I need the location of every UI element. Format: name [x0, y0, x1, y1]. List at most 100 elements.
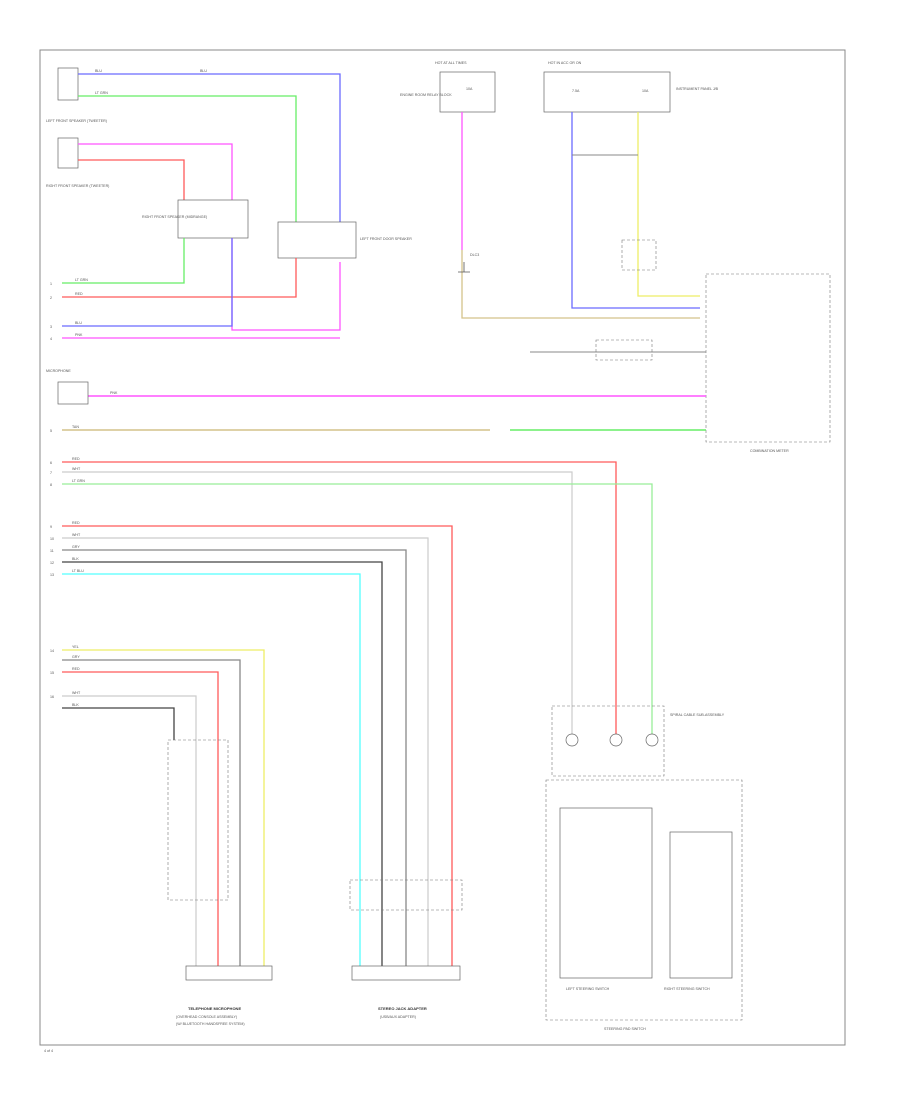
wire-label-red-3: RED [72, 521, 80, 525]
wire-black-mic [62, 707, 175, 740]
pin-1: 1 [50, 282, 52, 286]
right-front-door-speaker [177, 199, 249, 239]
pin-4: 4 [50, 337, 52, 341]
wire-label-yel-1: YEL [72, 645, 79, 649]
wire-gray-jack [62, 549, 407, 966]
wire-label-blk-1: BLK [72, 557, 79, 561]
hot-at-all-times-label: HOT AT ALL TIMES [435, 61, 467, 65]
pin-11: 11 [50, 549, 54, 553]
wire-label-grn-1: LT GRN [95, 91, 108, 95]
combination-meter-label: COMBINATION METER [750, 449, 789, 453]
wire-label-gry-2: GRY [72, 655, 80, 659]
fuse-box-left [439, 71, 496, 113]
right-front-speaker-connector [57, 137, 79, 169]
wire-label-red-2: RED [72, 457, 80, 461]
junction-block [621, 239, 657, 271]
combination-meter-box [705, 273, 831, 443]
pin-7: 7 [50, 471, 52, 475]
steering-pad-box [545, 779, 743, 1021]
wire-label-wht-2: WHT [72, 533, 81, 537]
wire-red-jack [62, 525, 453, 966]
microphone-sub: (OVERHEAD CONSOLE ASSEMBLY) [176, 1015, 237, 1019]
diagram-frame [39, 49, 846, 1046]
right-steering-switch-label: RIGHT STEERING SWITCH [664, 987, 710, 991]
stereo-jack-sub: (USB/AUX ADAPTER) [380, 1015, 416, 1019]
wire-label-wht-1: WHT [72, 467, 81, 471]
spiral-cable-label: SPIRAL CABLE SUB-ASSEMBLY [670, 713, 725, 717]
pin-16: 16 [50, 695, 54, 699]
pin-13: 13 [50, 573, 54, 577]
wire-yellow-mic [62, 649, 265, 966]
wire-label-gry-1: GRY [72, 545, 80, 549]
wire-tan-fuse [461, 250, 700, 319]
spiral-contact-2 [609, 733, 623, 747]
right-front-door-speaker-label: RIGHT FRONT SPEAKER (MIDRANGE) [142, 215, 207, 219]
pin-14: 14 [50, 649, 54, 653]
wire-blue-top [78, 73, 341, 228]
wire-gray-mic [62, 659, 241, 966]
spiral-contact-1 [565, 733, 579, 747]
wire-lgray-mic [62, 695, 197, 966]
page-number: 4 of 4 [44, 1049, 53, 1053]
wire-red-steer [62, 461, 617, 740]
wire-cyan-jack [62, 573, 361, 966]
mute-switch-connector [57, 381, 89, 405]
stereo-jack-connector [351, 965, 461, 981]
dlc-label: DLC3 [470, 253, 479, 257]
pin-9: 9 [50, 525, 52, 529]
wire-green-2 [62, 238, 185, 284]
steering-pad-switch-label: STEERING PAD SWITCH [604, 1027, 646, 1031]
hot-in-acc-label: HOT IN ACC OR ON [548, 61, 582, 65]
ground-symbol [458, 262, 470, 273]
microphone-sub2: (W/ BLUETOOTH HANDSFREE SYSTEM) [176, 1022, 245, 1026]
microphone-shield [167, 739, 229, 901]
left-front-door-speaker [277, 221, 357, 259]
wire-green-steer [62, 483, 653, 740]
pin-12: 12 [50, 561, 54, 565]
wire-red-mic [62, 671, 219, 966]
wire-label-ltblu-1: LT BLU [72, 569, 84, 573]
wire-label-grn-3: LT GRN [72, 479, 85, 483]
wire-lgray-jack [62, 537, 429, 966]
wire-black-jack [62, 561, 383, 966]
pin-10: 10 [50, 537, 54, 541]
fuse-box-left-label: ENGINE ROOM RELAY BLOCK [400, 93, 452, 97]
fuse-box-right-label: INSTRUMENT PANEL J/B [676, 87, 719, 91]
left-front-speaker-label: LEFT FRONT SPEAKER (TWEETER) [46, 119, 107, 123]
wire-label-tan-1: TAN [72, 425, 79, 429]
wire-label-red-1: RED [75, 292, 83, 296]
spiral-cable-box [551, 705, 665, 777]
pin-15: 15 [50, 671, 54, 675]
wire-label-grn-2: LT GRN [75, 278, 88, 282]
wire-blue-fuse [571, 112, 700, 309]
relay-box [595, 339, 653, 361]
microphone-connector [185, 965, 273, 981]
pin-5: 5 [50, 429, 52, 433]
wire-label-wht-3: WHT [72, 691, 81, 695]
stereo-jack-box [349, 879, 463, 911]
wire-label-red-4: RED [72, 667, 80, 671]
wire-label-blu-1: BLU [95, 69, 102, 73]
spiral-contact-3 [645, 733, 659, 747]
wire-red-2 [62, 258, 297, 298]
left-front-door-speaker-label: LEFT FRONT DOOR SPEAKER [360, 237, 412, 241]
fuse-box-right [543, 71, 671, 113]
wire-blue-2 [62, 238, 233, 327]
fuse-f1: 10A [466, 87, 473, 91]
wire-green-top [78, 95, 297, 228]
left-steering-switch-box [559, 807, 653, 979]
wire-label-blk-2: BLK [72, 703, 79, 707]
left-steering-switch-label: LEFT STEERING SWITCH [566, 987, 610, 991]
fuse-f2: 7.5A [572, 89, 580, 93]
mute-switch-label: MICROPHONE [46, 369, 71, 373]
microphone-label: TELEPHONE MICROPHONE [188, 1006, 241, 1011]
pin-2: 2 [50, 296, 52, 300]
stereo-jack-label: STEREO JACK ADAPTER [378, 1006, 427, 1011]
fuse-f3: 10A [642, 89, 649, 93]
wire-gray-steer [62, 471, 573, 740]
pin-6: 6 [50, 461, 52, 465]
wire-label-blu-2: BLU [200, 69, 207, 73]
wire-yellow-fuse [637, 112, 700, 297]
right-steering-switch-box [669, 831, 733, 979]
left-front-speaker-connector [57, 67, 79, 101]
